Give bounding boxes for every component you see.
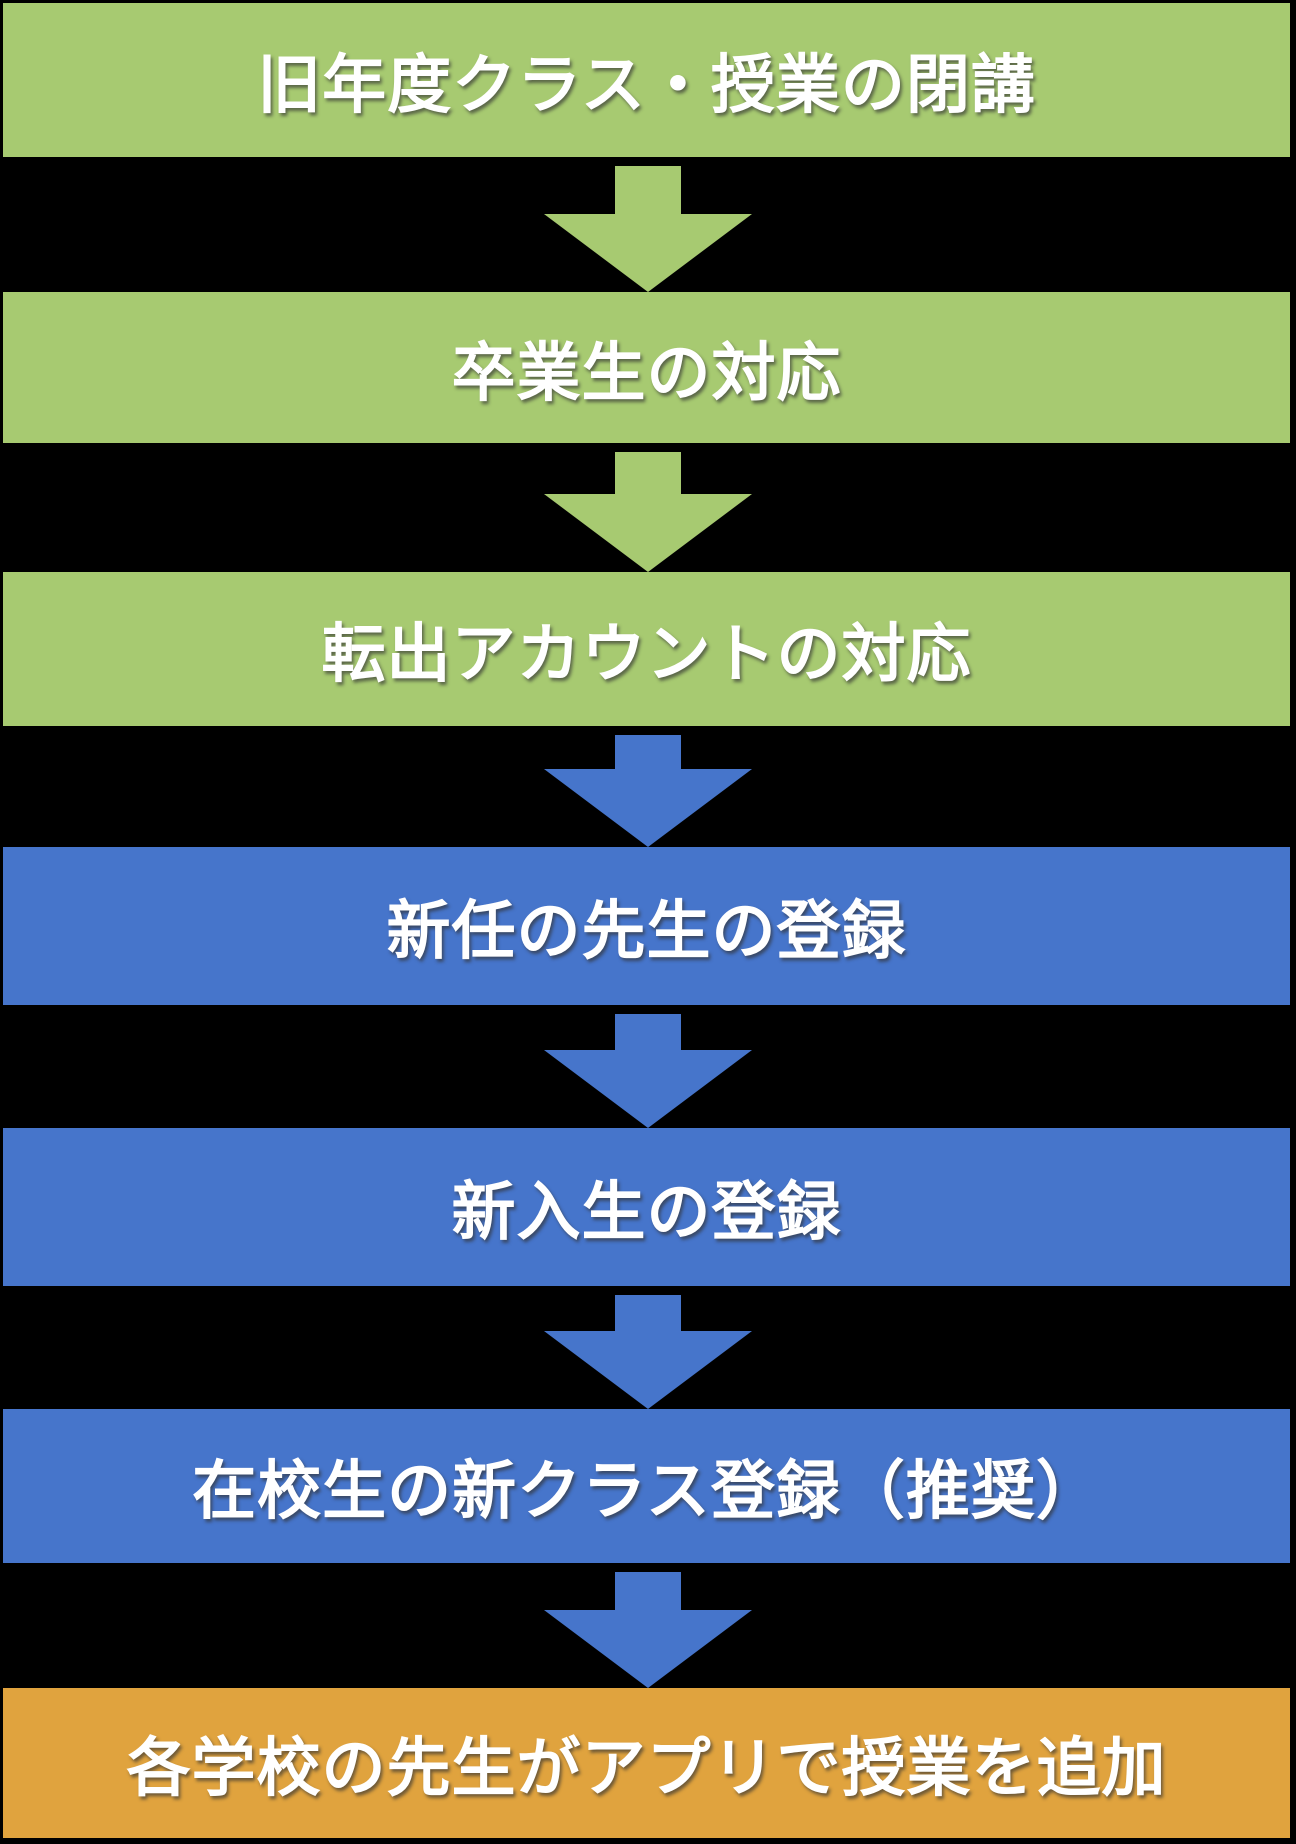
step-label: 卒業生の対応 [451,336,842,409]
down-arrow-icon [544,769,752,847]
step-label: 在校生の新クラス登録（推奨） [192,1455,1101,1527]
down-arrow-icon [544,214,752,292]
step-label: 新任の先生の登録 [386,895,907,967]
step-label: 旧年度クラス・授業の閉講 [257,49,1036,121]
step-new-students-registration: 新入生の登録 [3,1128,1290,1286]
down-arrow-stem [615,1014,681,1050]
down-arrow-stem [615,452,681,494]
step-label: 各学校の先生がアプリで授業を追加 [126,1732,1167,1804]
step-label: 転出アカウントの対応 [321,618,972,690]
down-arrow-icon [544,1331,752,1409]
step-current-students-new-class: 在校生の新クラス登録（推奨） [3,1409,1290,1563]
down-arrow-1 [0,157,1296,292]
down-arrow-icon [544,1610,752,1688]
step-transfer-out-accounts: 転出アカウントの対応 [3,572,1290,726]
down-arrow-icon [544,494,752,572]
step-graduates-handling: 卒業生の対応 [3,292,1290,443]
step-teachers-add-lessons-app: 各学校の先生がアプリで授業を追加 [3,1688,1290,1838]
down-arrow-6 [0,1563,1296,1688]
down-arrow-icon [544,1050,752,1128]
down-arrow-stem [615,1295,681,1331]
down-arrow-stem [615,735,681,769]
step-new-teachers-registration: 新任の先生の登録 [3,847,1290,1005]
down-arrow-2 [0,443,1296,572]
down-arrow-stem [615,166,681,214]
step-label: 新入生の登録 [451,1176,842,1248]
step-close-old-year-classes: 旧年度クラス・授業の閉講 [3,3,1290,157]
down-arrow-5 [0,1286,1296,1409]
down-arrow-stem [615,1572,681,1610]
down-arrow-4 [0,1005,1296,1128]
down-arrow-3 [0,726,1296,847]
